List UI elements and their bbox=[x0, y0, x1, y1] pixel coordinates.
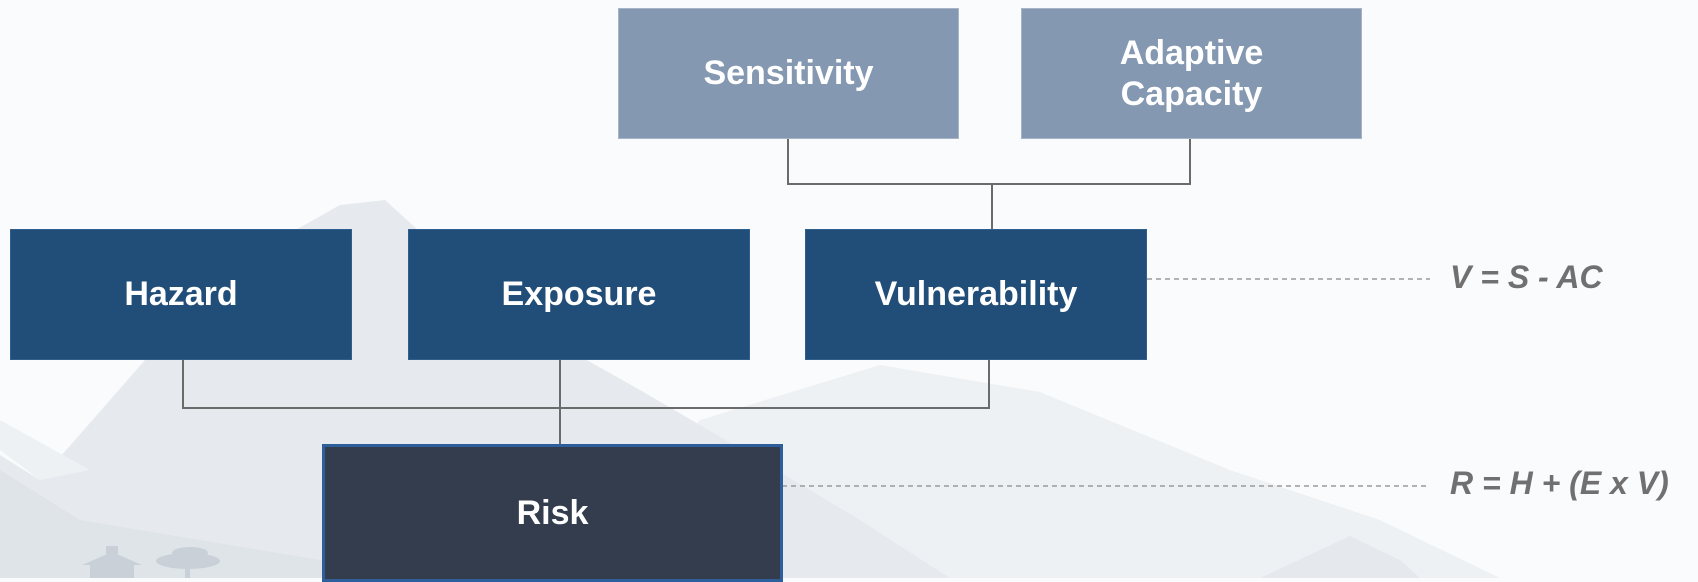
hut-roof-top bbox=[106, 546, 118, 554]
risk-formula: R = H + (E x V) bbox=[1450, 465, 1669, 501]
sensitivity-label: Sensitivity bbox=[703, 54, 874, 92]
connectors bbox=[182, 138, 1191, 445]
hazard-box: Hazard bbox=[10, 229, 352, 360]
connector-vulnerability-risk bbox=[560, 360, 990, 409]
tree-icon bbox=[156, 553, 220, 569]
hut-icon bbox=[82, 552, 142, 578]
vulnerability-formula: V = S - AC bbox=[1450, 259, 1603, 295]
adaptive-capacity-box: Adaptive Capacity bbox=[1021, 8, 1362, 139]
connector-hazard-risk bbox=[182, 360, 561, 445]
hazard-label: Hazard bbox=[124, 275, 238, 313]
tree-trunk bbox=[185, 563, 190, 578]
risk-box: Risk bbox=[322, 444, 783, 582]
mountain-left-shade bbox=[0, 420, 90, 480]
mountain-right-peak bbox=[1260, 536, 1420, 578]
vulnerability-label: Vulnerability bbox=[874, 275, 1078, 313]
tree-canopy-top bbox=[172, 547, 208, 559]
risk-label: Risk bbox=[516, 493, 589, 532]
connector-adaptive-capacity-vulnerability bbox=[992, 138, 1191, 185]
exposure-box: Exposure bbox=[408, 229, 750, 360]
connector-sensitivity-vulnerability bbox=[787, 138, 993, 229]
adaptive-capacity-label-line1: Adaptive bbox=[1119, 33, 1264, 72]
vulnerability-box: Vulnerability bbox=[805, 229, 1147, 360]
sensitivity-box: Sensitivity bbox=[618, 8, 959, 139]
adaptive-capacity-label-line2: Capacity bbox=[1120, 74, 1263, 113]
mountain-front-left bbox=[0, 470, 400, 578]
tree-silhouettes bbox=[82, 546, 220, 578]
formula-leaders bbox=[782, 278, 1430, 487]
adaptive-capacity-label: Adaptive Capacity bbox=[1120, 33, 1264, 115]
exposure-label: Exposure bbox=[501, 275, 657, 313]
